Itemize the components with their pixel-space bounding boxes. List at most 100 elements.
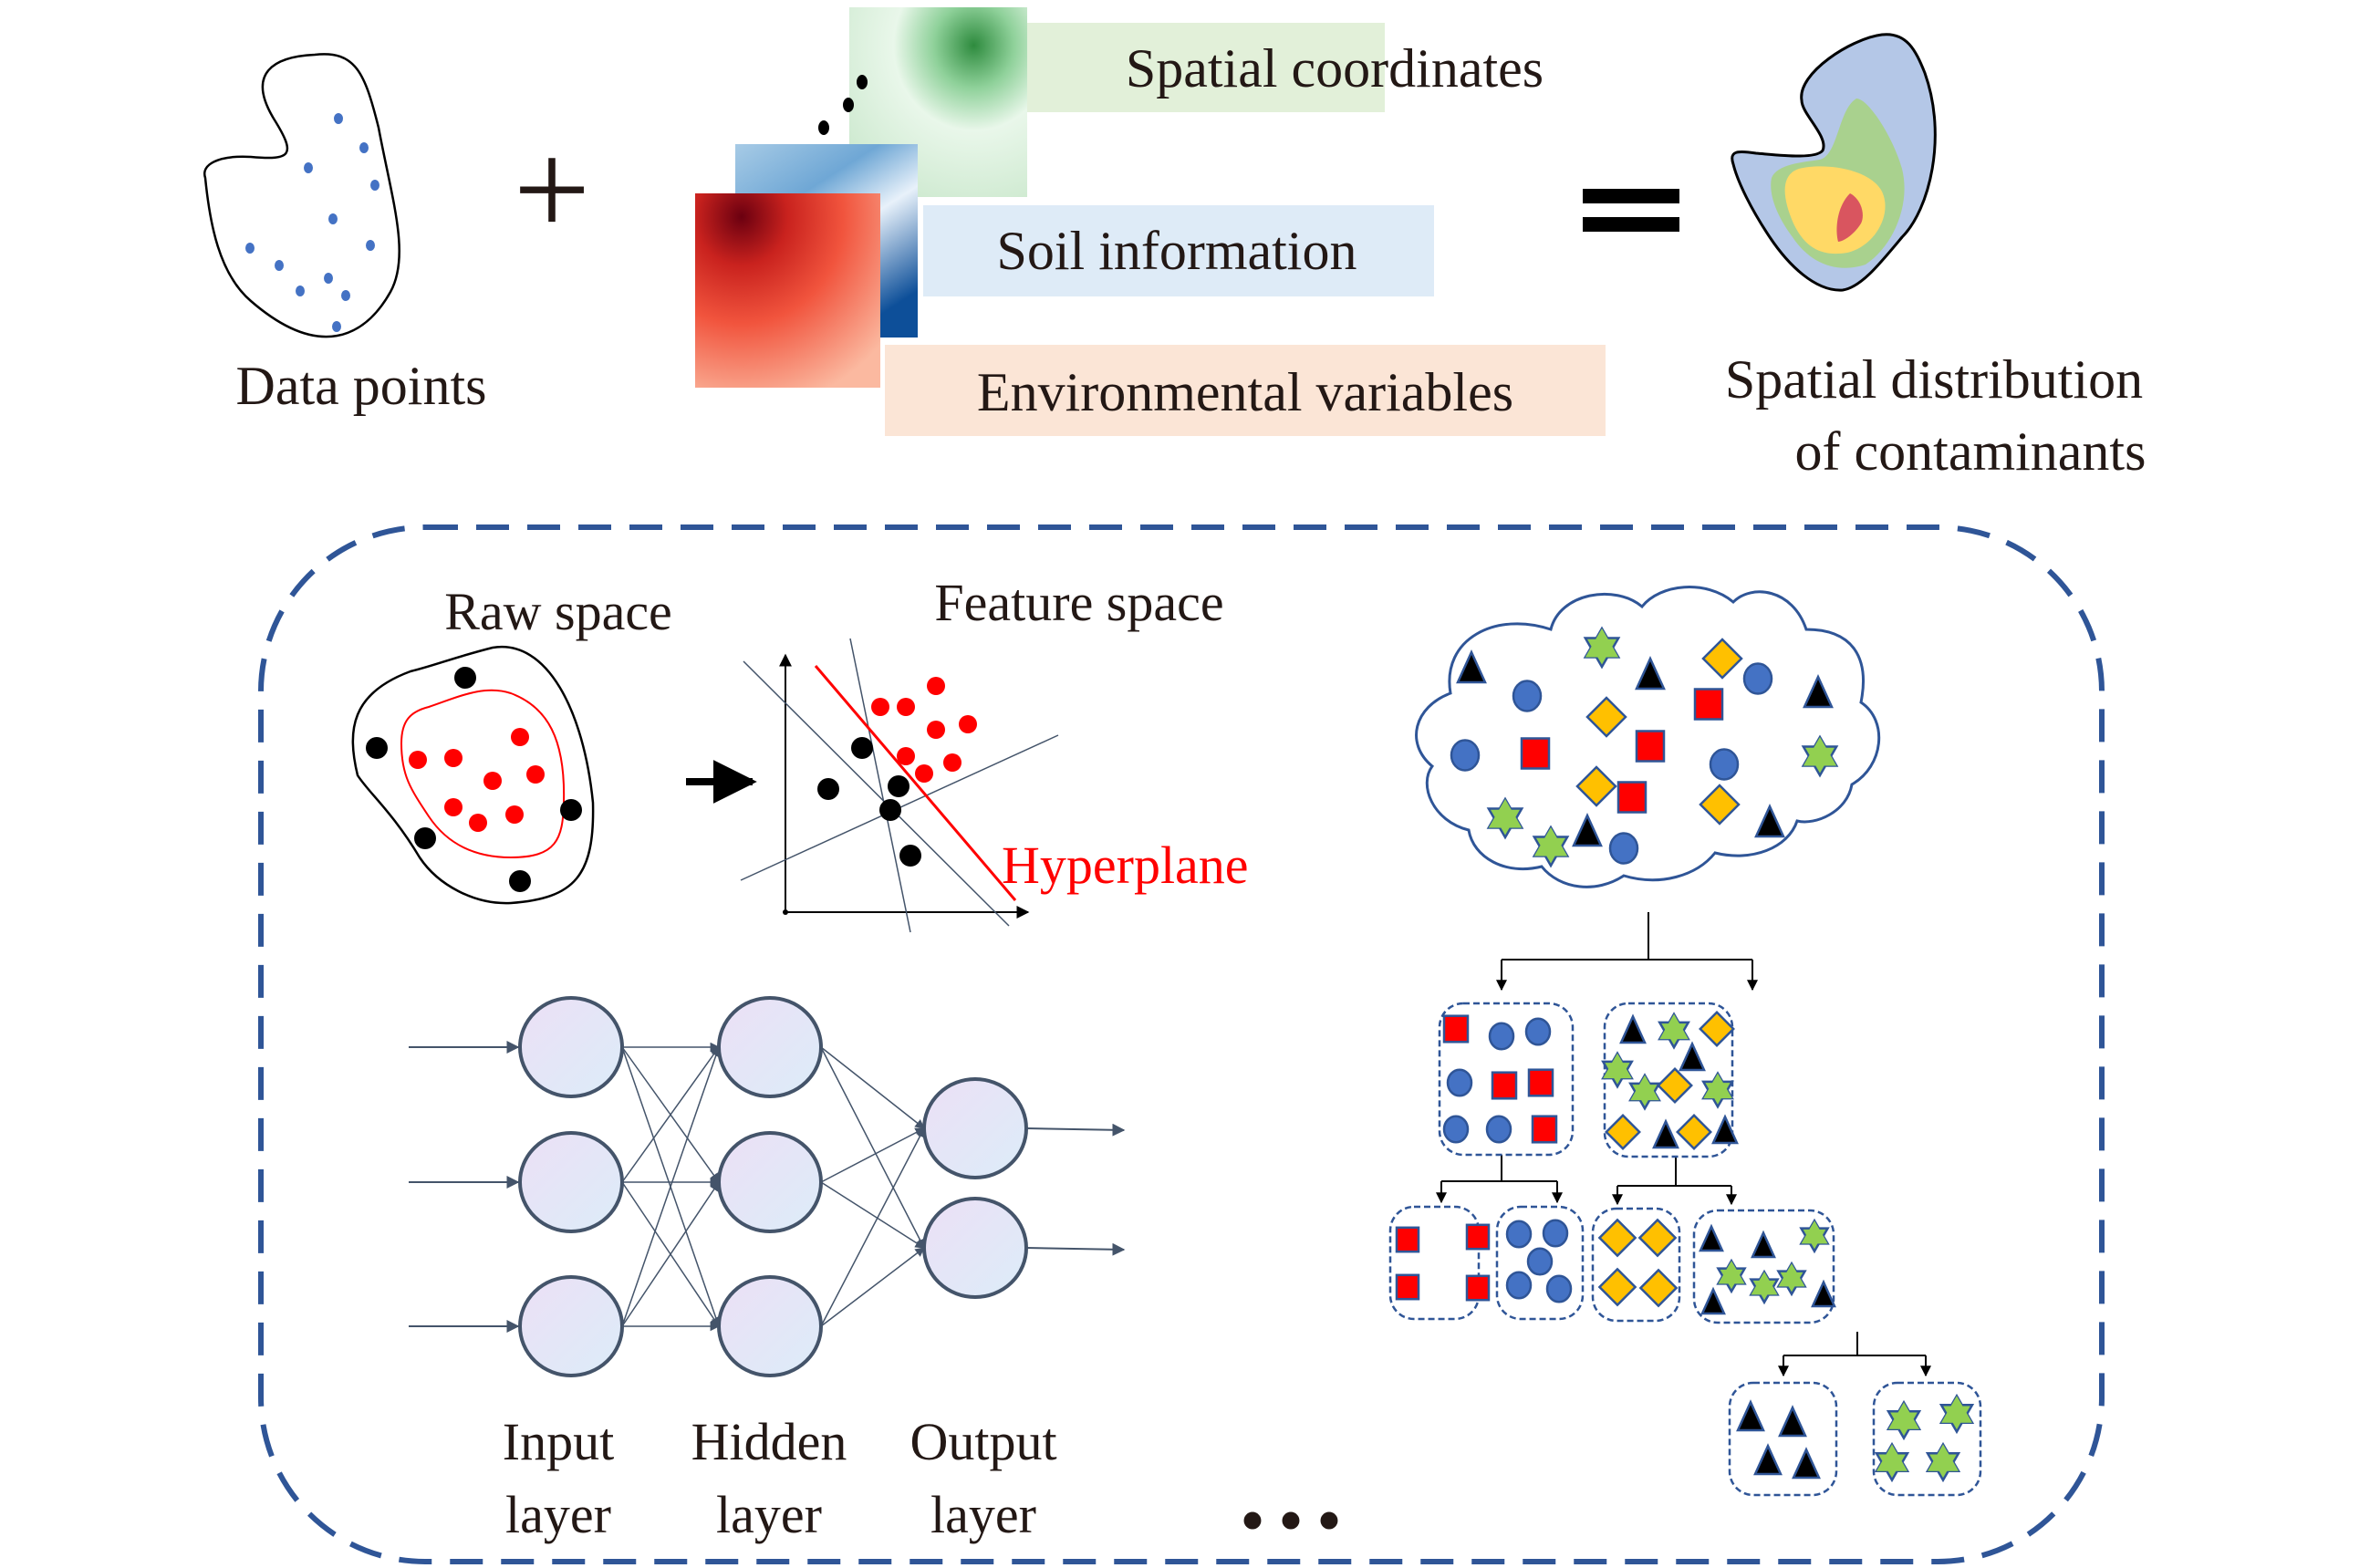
- hidden-layer-label-line2: layer: [716, 1485, 822, 1544]
- environmental-variables-label: Environmental variables: [977, 362, 1513, 422]
- plus-sign: +: [514, 114, 591, 265]
- candidate-line: [849, 638, 911, 933]
- star-icon: [1486, 796, 1524, 840]
- circle-icon: [1608, 832, 1639, 865]
- hidden-node: [717, 1131, 823, 1233]
- star-icon: [1874, 1441, 1910, 1483]
- output-arrow: [1025, 1242, 1126, 1256]
- diamond-icon: [1597, 1267, 1637, 1307]
- data-points-label: Data points: [236, 356, 487, 416]
- spatial-distribution-label-line1: Spatial distribution: [1725, 349, 2143, 410]
- nn-layer-labels: Input layer Hidden layer Output layer: [503, 1412, 1057, 1544]
- nn-connection: [820, 1127, 925, 1183]
- square-icon: [1635, 730, 1666, 763]
- hidden-node: [717, 1275, 823, 1377]
- feature-space-title: Feature space: [934, 573, 1223, 632]
- square-icon: [1693, 688, 1724, 721]
- tree-node-level1-right: [1601, 1002, 1739, 1158]
- square-icon: [1531, 1115, 1558, 1144]
- star-fill: [1718, 1261, 1745, 1284]
- nn-connection: [820, 1046, 925, 1249]
- star-icon: [1925, 1441, 1961, 1483]
- input-layer-label-line1: Input: [503, 1412, 614, 1471]
- diamond-icon: [1699, 1011, 1735, 1047]
- input-node: [518, 996, 624, 1098]
- sample-point: [370, 180, 379, 191]
- diamond-icon: [1585, 696, 1627, 738]
- soil-information-label: Soil information: [997, 221, 1357, 281]
- hyperplane-label: Hyperplane: [1002, 836, 1249, 895]
- output-node: [922, 1197, 1028, 1299]
- star-icon: [1658, 1012, 1690, 1050]
- positive-sample: [927, 677, 945, 695]
- tree-node-level2-circles: [1495, 1205, 1585, 1321]
- diamond-icon: [1637, 1218, 1678, 1258]
- soil-information-box: [923, 205, 1434, 296]
- diamond-icon: [1605, 1114, 1641, 1150]
- triangle-icon: [1711, 1114, 1739, 1145]
- triangle-icon: [1619, 1013, 1647, 1044]
- positive-sample: [897, 698, 915, 716]
- star-fill: [1659, 1013, 1689, 1040]
- sample-point: [359, 142, 369, 153]
- more-layers-ellipsis: [818, 75, 868, 135]
- star-fill: [1703, 1073, 1732, 1099]
- tree-node-level2-mixed: [1692, 1209, 1836, 1324]
- star-icon: [1776, 1261, 1807, 1297]
- hidden-node: [717, 996, 823, 1098]
- output-layer-label-line2: layer: [930, 1485, 1036, 1544]
- sample-point: [334, 113, 343, 124]
- star-fill: [1801, 1220, 1828, 1244]
- nn-connection: [820, 1247, 925, 1327]
- input-layer-label-line2: layer: [505, 1485, 611, 1544]
- diamond-icon: [1638, 1268, 1679, 1308]
- square-icon: [1395, 1226, 1420, 1253]
- study-area-outline: [274, 912, 374, 971]
- circle-icon: [1524, 1017, 1552, 1046]
- nn-connection: [820, 1127, 925, 1327]
- tree-node-level1-left: [1438, 1002, 1575, 1157]
- methods-panel-border: [258, 524, 2105, 1564]
- circle-icon: [1505, 1220, 1533, 1249]
- positive-sample: [897, 747, 915, 765]
- output-layer-label-line1: Output: [910, 1412, 1056, 1471]
- sample-point: [328, 213, 338, 224]
- square-icon: [1442, 1014, 1470, 1044]
- star-icon: [1532, 825, 1570, 868]
- negative-sample: [888, 775, 910, 797]
- data-points-figure: Data points: [203, 53, 487, 971]
- raw-space-inner-boundary: [400, 689, 566, 859]
- star-fill: [1751, 1272, 1778, 1295]
- spatial-distribution-label-line2: of contaminants: [1795, 421, 2147, 482]
- sample-points: [245, 113, 379, 332]
- star-icon: [1716, 1258, 1747, 1294]
- star-icon: [1749, 1269, 1780, 1305]
- positive-sample: [444, 798, 463, 816]
- star-icon: [1939, 1393, 1975, 1435]
- study-area-outline: [203, 53, 400, 338]
- star-fill: [1585, 628, 1619, 658]
- triangle-icon: [1803, 673, 1834, 709]
- nn-connection: [820, 1181, 925, 1249]
- diamond-icon: [1575, 765, 1617, 807]
- circle-icon: [1512, 680, 1543, 712]
- nn-connection: [621, 1181, 720, 1327]
- square-icon: [1465, 1223, 1491, 1251]
- contamination-map: Spatial distribution of contaminants: [1725, 33, 2147, 482]
- star-fill: [1778, 1263, 1805, 1287]
- random-forest: [1388, 586, 1982, 1497]
- square-icon: [1520, 737, 1551, 770]
- square-icon: [1616, 781, 1648, 814]
- negative-sample: [509, 870, 531, 892]
- environmental-variables-map: [695, 193, 880, 388]
- positive-sample: [943, 753, 962, 772]
- tree-node-level3-triangles: [1728, 1381, 1838, 1497]
- diamond-icon: [1597, 1218, 1637, 1258]
- triangle-icon: [1792, 1447, 1821, 1480]
- star-icon: [1628, 1073, 1661, 1111]
- sample-point: [304, 162, 313, 173]
- sample-point: [296, 286, 305, 296]
- node-border: [1591, 1207, 1681, 1323]
- positive-sample: [915, 764, 933, 783]
